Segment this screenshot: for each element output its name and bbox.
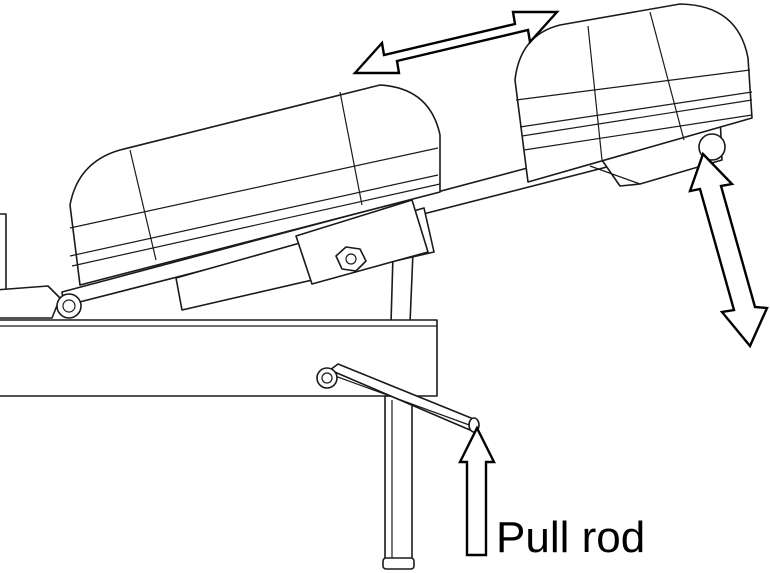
support-leg <box>390 251 414 324</box>
slider-bracket <box>175 199 435 311</box>
pull-rod-pointer-arrow <box>458 425 496 557</box>
lower-cushion <box>69 84 441 286</box>
seat-base <box>0 213 82 319</box>
pull-rod-label: Pull rod <box>496 513 646 562</box>
tilt-double-arrow <box>688 151 769 349</box>
slide-double-arrow <box>352 10 560 75</box>
pull-rod <box>316 363 480 433</box>
hex-nut <box>335 246 367 272</box>
upper-cushion <box>514 3 753 183</box>
rear-leg <box>382 395 415 570</box>
